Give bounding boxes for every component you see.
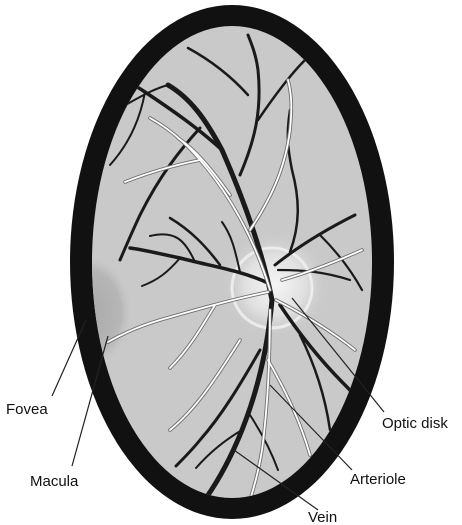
fovea-leader: [52, 320, 86, 396]
optic-disk: [220, 230, 330, 340]
label-arteriole: Arteriole: [350, 471, 406, 488]
label-optic-disk: Optic disk: [382, 415, 448, 432]
label-vein: Vein: [308, 509, 337, 525]
label-macula: Macula: [30, 473, 79, 490]
label-fovea: Fovea: [6, 401, 48, 418]
